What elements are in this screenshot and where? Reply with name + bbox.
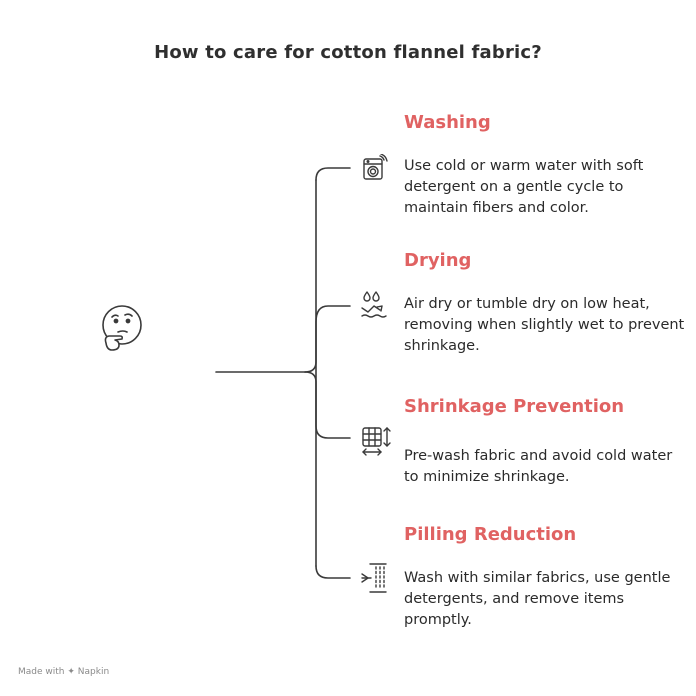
- item-shrinkage-prevention: Shrinkage Prevention Pre-wash fabric and…: [404, 396, 689, 488]
- air-dry-icon: [360, 290, 388, 324]
- fabric-pilling-icon: [360, 562, 388, 598]
- footer-made-with: Made with: [18, 667, 65, 677]
- branch-washing: [315, 167, 351, 181]
- made-with-footer: Made with ✦ Napkin: [18, 667, 109, 677]
- thinking-face-icon: [98, 303, 146, 359]
- branch-pilling: [315, 565, 351, 579]
- item-description: Use cold or warm water with soft deterge…: [404, 158, 644, 216]
- item-heading: Washing: [404, 112, 491, 133]
- item-drying: Drying Air dry or tumble dry on low heat…: [404, 250, 689, 357]
- branch-drying: [304, 305, 351, 373]
- washing-machine-icon: [360, 153, 388, 186]
- diagram-title: How to care for cotton flannel fabric?: [154, 42, 542, 63]
- item-heading: Drying: [404, 250, 472, 271]
- footer-brand: Napkin: [77, 667, 110, 677]
- item-heading: Pilling Reduction: [404, 524, 577, 545]
- napkin-logo-icon: ✦: [67, 667, 75, 677]
- item-description: Air dry or tumble dry on low heat, remov…: [404, 296, 685, 354]
- item-description: Wash with similar fabrics, use gentle de…: [404, 570, 671, 628]
- item-pilling-reduction: Pilling Reduction Wash with similar fabr…: [404, 524, 689, 631]
- fabric-resize-icon: [360, 424, 392, 460]
- item-description: Pre-wash fabric and avoid cold water to …: [404, 448, 673, 485]
- item-washing: Washing Use cold or warm water with soft…: [404, 112, 689, 219]
- branch-shrinkage: [304, 371, 351, 439]
- item-heading: Shrinkage Prevention: [404, 396, 625, 417]
